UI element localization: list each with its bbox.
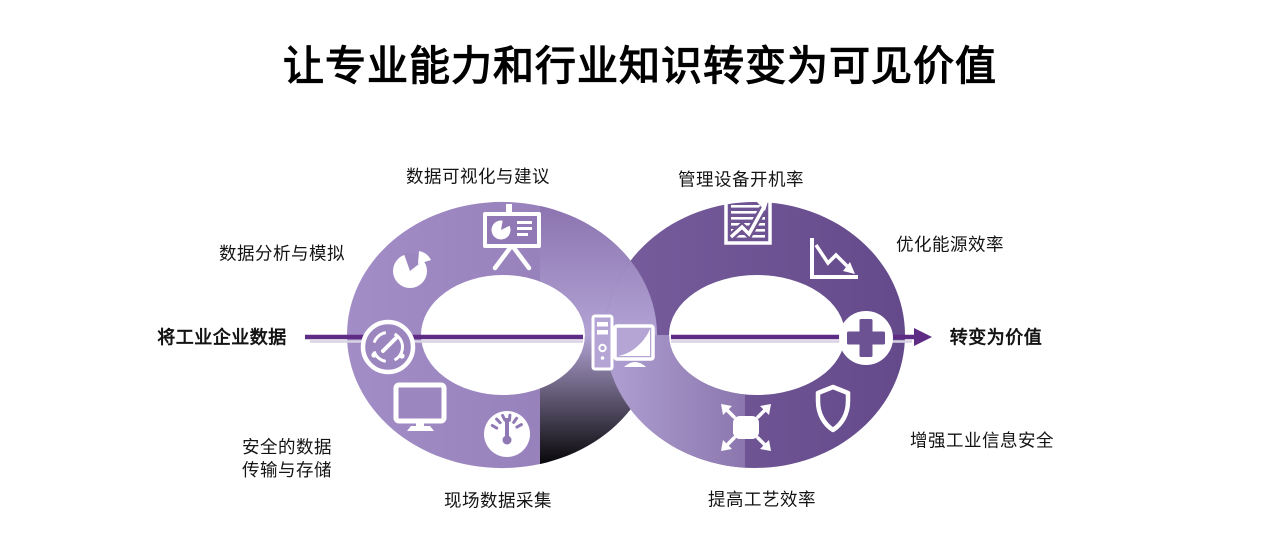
- label-field-data-collection: 现场数据采集: [444, 490, 552, 511]
- speedometer-icon: [484, 411, 530, 457]
- expand-arrows-icon: [721, 404, 771, 451]
- monitor-icon: [393, 382, 447, 431]
- right-ring-light-quarter: [605, 335, 745, 468]
- label-data-analysis: 数据分析与模拟: [219, 243, 345, 264]
- label-secure-data-line1: 安全的数据: [242, 437, 332, 457]
- shield-icon: [815, 384, 851, 433]
- flow-output-label: 转变为价值: [949, 327, 1043, 348]
- arrowhead: [914, 328, 932, 346]
- page-title: 让专业能力和行业知识转变为可见价值: [283, 43, 997, 89]
- label-data-visualization: 数据可视化与建议: [406, 166, 550, 187]
- report-trend-icon: [724, 197, 772, 245]
- presentation-chart-icon: [483, 204, 541, 271]
- label-process-efficiency: 提高工艺效率: [708, 489, 816, 510]
- sync-gauge-icon: [360, 319, 416, 375]
- label-energy-efficiency: 优化能源效率: [896, 234, 1004, 255]
- plus-icon: [839, 311, 893, 365]
- label-industrial-security: 增强工业信息安全: [910, 430, 1054, 451]
- flow-input-label: 将工业企业数据: [157, 327, 287, 348]
- label-secure-data: 安全的数据 传输与存储: [242, 436, 332, 482]
- label-secure-data-line2: 传输与存储: [242, 460, 332, 480]
- desktop-computer-icon: [591, 314, 655, 371]
- label-equipment-uptime: 管理设备开机率: [678, 169, 804, 190]
- pie-chart-icon: [393, 251, 431, 288]
- declining-chart-icon: [810, 238, 858, 279]
